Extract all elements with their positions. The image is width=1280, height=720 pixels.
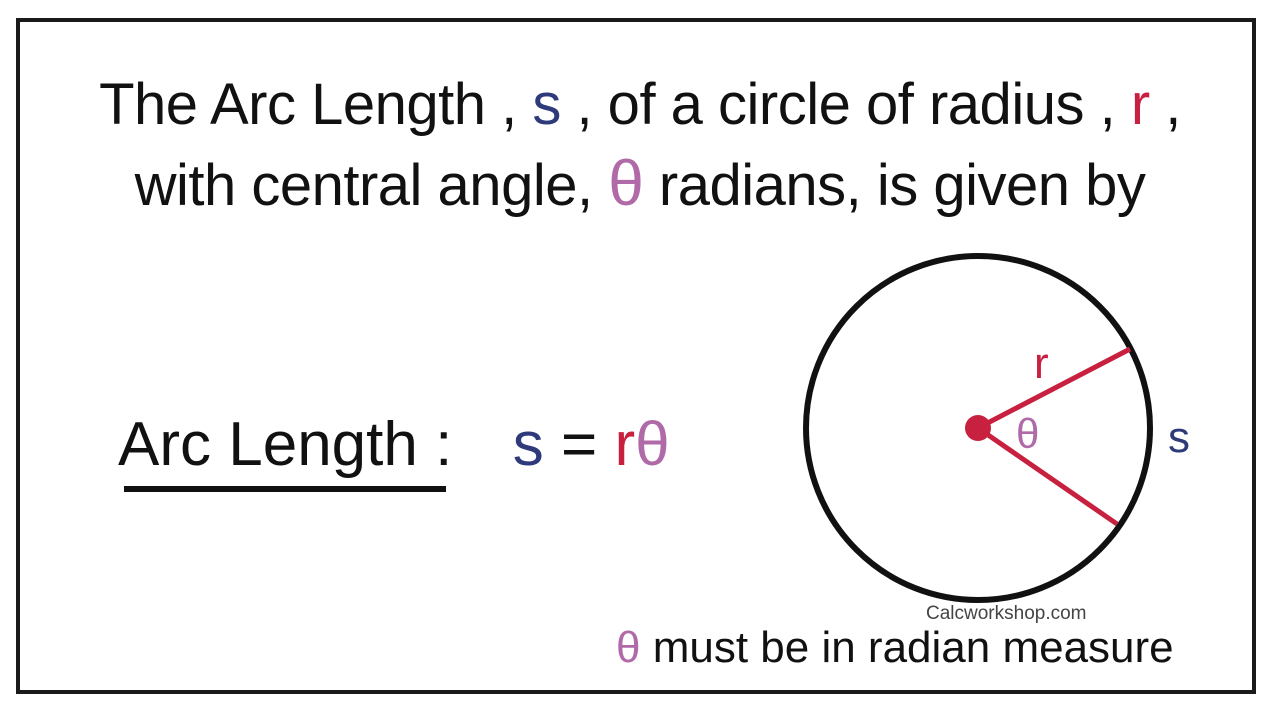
note-text: must be in radian measure — [652, 623, 1174, 672]
heading-theta-symbol: θ — [608, 147, 644, 219]
definition-heading: The Arc Length , s , of a circle of radi… — [0, 66, 1280, 225]
arc-label: s — [1168, 413, 1190, 462]
site-credit: Calcworkshop.com — [926, 603, 1087, 624]
radian-note: θ must be in radian measure — [616, 620, 1174, 676]
formula-label: Arc Length — [118, 410, 418, 479]
formula-label-underline — [124, 486, 446, 492]
formula-equals: = — [561, 410, 598, 479]
center-point — [965, 415, 991, 441]
heading-line-1: The Arc Length , s , of a circle of radi… — [0, 66, 1280, 144]
formula-colon: : — [435, 410, 453, 479]
arc-length-formula: Arc Length : s = rθ — [118, 408, 670, 482]
angle-label: θ — [1016, 410, 1039, 457]
heading-text: The Arc Length , — [99, 72, 533, 137]
heading-text: , of a circle of radius , — [560, 72, 1131, 137]
note-theta: θ — [616, 623, 641, 672]
content-frame — [16, 18, 1256, 694]
formula-r: r — [614, 410, 636, 479]
heading-text: radians, is given by — [643, 153, 1146, 218]
radius-line-lower — [976, 425, 1119, 527]
radius-line-upper — [976, 346, 1132, 431]
heading-text: with central angle, — [134, 153, 609, 218]
formula-s: s — [512, 410, 544, 479]
radius-label: r — [1034, 339, 1049, 388]
heading-r-symbol: r — [1130, 72, 1150, 137]
formula-theta: θ — [635, 410, 670, 479]
heading-text: , — [1149, 72, 1181, 137]
heading-line-2: with central angle, θ radians, is given … — [0, 144, 1280, 225]
circle-outline — [803, 253, 1153, 603]
heading-s-symbol: s — [532, 72, 561, 137]
